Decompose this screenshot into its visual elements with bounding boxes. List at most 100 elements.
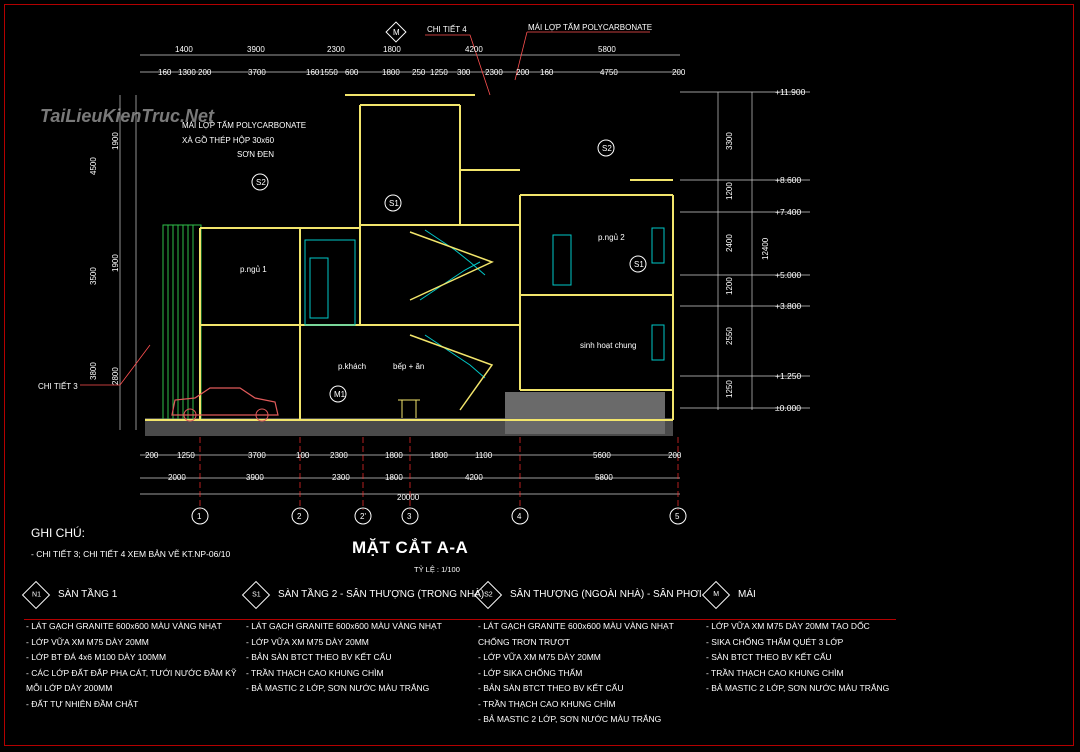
bottom-dim-2: 4200 [465,473,483,482]
legend-heading: S1 SÀN TẦNG 2 - SÂN THƯỢNG (TRONG NHÀ) [241,580,485,610]
legend-heading: M MÁI [701,580,889,610]
left-dim-inner: 1900 [111,132,120,150]
room-bed1: p.ngủ 1 [240,265,267,274]
drawing-title: MẶT CẮT A-A [352,538,469,557]
legend-item: - SIKA CHỐNG THẤM QUÉT 3 LỚP [706,636,844,647]
section-tag-label: S1 [389,199,399,208]
legend-item: MỖI LỚP DÀY 200MM [26,683,113,693]
legend-item: - BẢ MASTIC 2 LỚP, SƠN NƯỚC MÀU TRẮNG [246,683,430,693]
car-wheel-front [183,408,197,422]
level-dim: 1200 [725,182,734,200]
grid-axis-label: 4 [517,512,522,521]
staircase [419,229,486,379]
section-tag-m: M [393,28,400,37]
room-bed2: p.ngủ 2 [598,233,625,242]
callout-roof-left-1: MÁI LỢP TẤM POLYCARBONATE [182,120,306,130]
legend-item: - LỚP VỮA XM M75 DÀY 20MM [26,636,149,647]
callout-leaders [80,31,650,386]
legend-item: - TRẦN THẠCH CAO KHUNG CHÌM [706,667,844,678]
bottom-dim-1: 5600 [593,451,611,460]
grid-axis-label: 2 [297,512,302,521]
bottom-dim-1: 3700 [248,451,266,460]
top-dim-2: 200 [198,68,212,77]
top-dim-2: 3700 [248,68,266,77]
legend-tag: S2 [473,580,503,610]
legend-title: MÁI [738,589,756,601]
level-dim: 1250 [725,380,734,398]
openings [304,227,665,361]
bottom-dim-1: 200 [668,451,682,460]
legend-item: - LỚP VỮA XM M75 DÀY 20MM [246,636,369,647]
grid-axis-bubble [511,507,529,525]
top-dim-2: 200 [672,68,686,77]
level-mark: ±0.000 [775,403,801,413]
section-tag-label: S2 [256,178,266,187]
legend-item: - BẢN SÀN BTCT THEO BV KẾT CẤU [246,652,392,662]
room-kitchen: bếp + ăn [393,362,424,371]
top-dim-1: 1800 [383,45,401,54]
grid-axis-bubble [401,507,419,525]
total-height: 12400 [761,237,770,260]
legend-tag: S1 [241,580,271,610]
top-dim-2: 250 [412,68,426,77]
callout-roof-left-3: SƠN ĐEN [237,150,274,159]
left-dim-inner: 1900 [111,254,120,272]
legend-column-s1: S1 SÀN TẦNG 2 - SÂN THƯỢNG (TRONG NHÀ) - L… [241,580,485,697]
legend-item: - ĐẤT TỰ NHIÊN ĐẦM CHẶT [26,698,139,709]
facade-green-lines [167,225,194,420]
callout-detail4: CHI TIẾT 4 [427,24,467,34]
bottom-dim-1: 200 [145,451,159,460]
bottom-dim-1: 1800 [385,451,403,460]
top-dim-2: 1800 [382,68,400,77]
top-dim-2: 1550 [320,68,338,77]
grid-axis-label: 1 [197,512,202,521]
top-dim-2: 1300 [178,68,196,77]
callout-detail3: CHI TIẾT 3 [38,381,78,391]
top-dim-1: 5800 [598,45,616,54]
section-tag-label: M1 [334,390,346,399]
legend-tag: M [701,580,731,610]
top-dim-2: 160 [540,68,554,77]
left-dim-inner: 2800 [111,367,120,385]
legend-item: - SÀN BTCT THEO BV KẾT CẤU [706,652,832,662]
bottom-dim-2: 5800 [595,473,613,482]
car-wheel-rear [255,408,269,422]
section-tag-m-top [385,21,407,43]
facade-green [162,224,202,421]
legend-item: - CÁC LỚP ĐẤT ĐẮP PHA CÁT, TƯỚI NƯỚC ĐẦM… [26,667,237,678]
grid-axis-label: 5 [675,512,680,521]
top-dim-2: 200 [516,68,530,77]
dining-table [398,399,420,418]
top-dim-1: 1400 [175,45,193,54]
bottom-dim-1: 2300 [330,451,348,460]
watermark: TaiLieuKienTruc.Net [40,106,215,126]
bottom-dim-2: 3900 [246,473,264,482]
left-dim: 4500 [89,157,98,175]
bottom-dim-1: 1800 [430,451,448,460]
callout-roof-left-2: XÀ GỒ THÉP HỘP 30x60 [182,135,275,145]
legend-item: - TRẦN THẠCH CAO KHUNG CHÌM [246,667,384,678]
room-living: sinh hoạt chung [580,341,637,350]
level-mark: +8.600 [775,175,802,185]
grid-axes [199,437,679,510]
callout-roof-top: MÁI LỢP TẤM POLYCARBONATE [528,22,652,32]
level-mark: +1.250 [775,371,802,381]
level-lines [680,91,810,409]
top-dim-2: 600 [345,68,359,77]
top-dim-1: 2300 [327,45,345,54]
legend-title: SÀN TẦNG 2 - SÂN THƯỢNG (TRONG NHÀ) [278,589,485,601]
bottom-dim-1: 1250 [177,451,195,460]
section-tag-bubble [597,139,615,157]
legend-item: - LỚP VỮA XM M75 DÀY 20MM TẠO DỐC [706,621,870,631]
legend-underline [24,619,896,620]
drawing-frame [4,4,1074,746]
legend-item: - LÁT GẠCH GRANITE 600x600 MÀU VÀNG NHẠT [26,621,222,631]
room-guest: p.khách [338,362,366,371]
legend-item: - BẢN SÀN BTCT THEO BV KẾT CẤU [478,683,624,693]
bottom-total: 20000 [397,493,420,502]
drawing-scale: TỶ LỆ : 1/100 [414,565,460,574]
level-dim: 2400 [725,234,734,252]
top-dim-1: 3900 [247,45,265,54]
